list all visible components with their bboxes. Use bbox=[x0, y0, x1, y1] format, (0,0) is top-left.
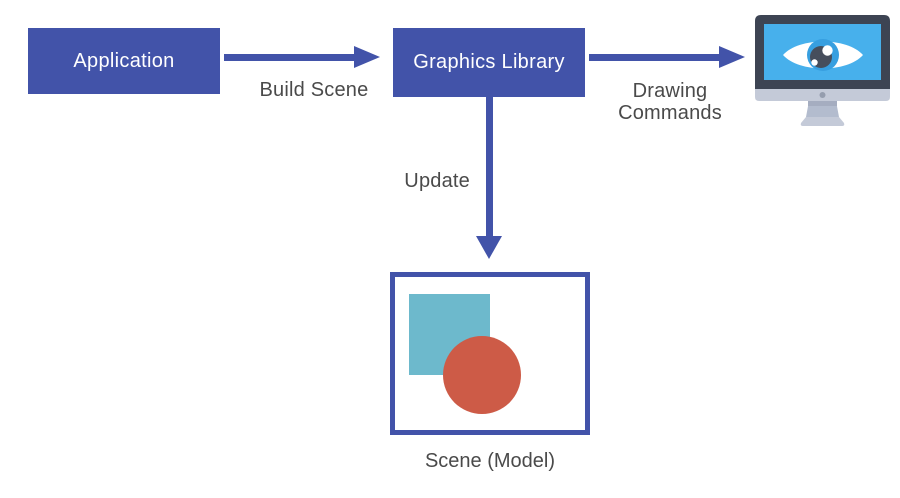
application-node-label: Application bbox=[73, 49, 175, 72]
right-arrowhead-icon bbox=[719, 46, 745, 68]
monitor-stand-shadow bbox=[808, 101, 837, 106]
right-arrowhead-icon bbox=[354, 46, 380, 68]
drawing-commands-arrow bbox=[589, 46, 745, 68]
eye-monitor-icon bbox=[755, 15, 890, 126]
update-arrow bbox=[476, 97, 502, 259]
monitor-stand-base bbox=[800, 117, 845, 126]
build-scene-label: Build Scene bbox=[259, 79, 369, 101]
application-node: Application bbox=[28, 28, 220, 94]
drawing-commands-arrow-shaft bbox=[589, 54, 721, 61]
update-arrow-shaft bbox=[486, 97, 493, 237]
drawing-commands-label: Drawing Commands bbox=[618, 80, 722, 124]
graphics-library-node: Graphics Library bbox=[393, 28, 585, 97]
scene-model-caption: Scene (Model) bbox=[424, 450, 556, 472]
monitor-camera-dot bbox=[819, 92, 826, 98]
build-scene-arrow-shaft bbox=[224, 54, 356, 61]
eye-highlight-small bbox=[811, 59, 818, 66]
down-arrowhead-icon bbox=[476, 236, 502, 259]
red-circle-shape bbox=[443, 336, 521, 414]
update-label: Update bbox=[404, 170, 470, 192]
build-scene-arrow bbox=[224, 46, 380, 68]
eye-highlight-large bbox=[822, 45, 833, 56]
graphics-library-node-label: Graphics Library bbox=[413, 51, 565, 73]
scene-model-node bbox=[390, 272, 590, 435]
